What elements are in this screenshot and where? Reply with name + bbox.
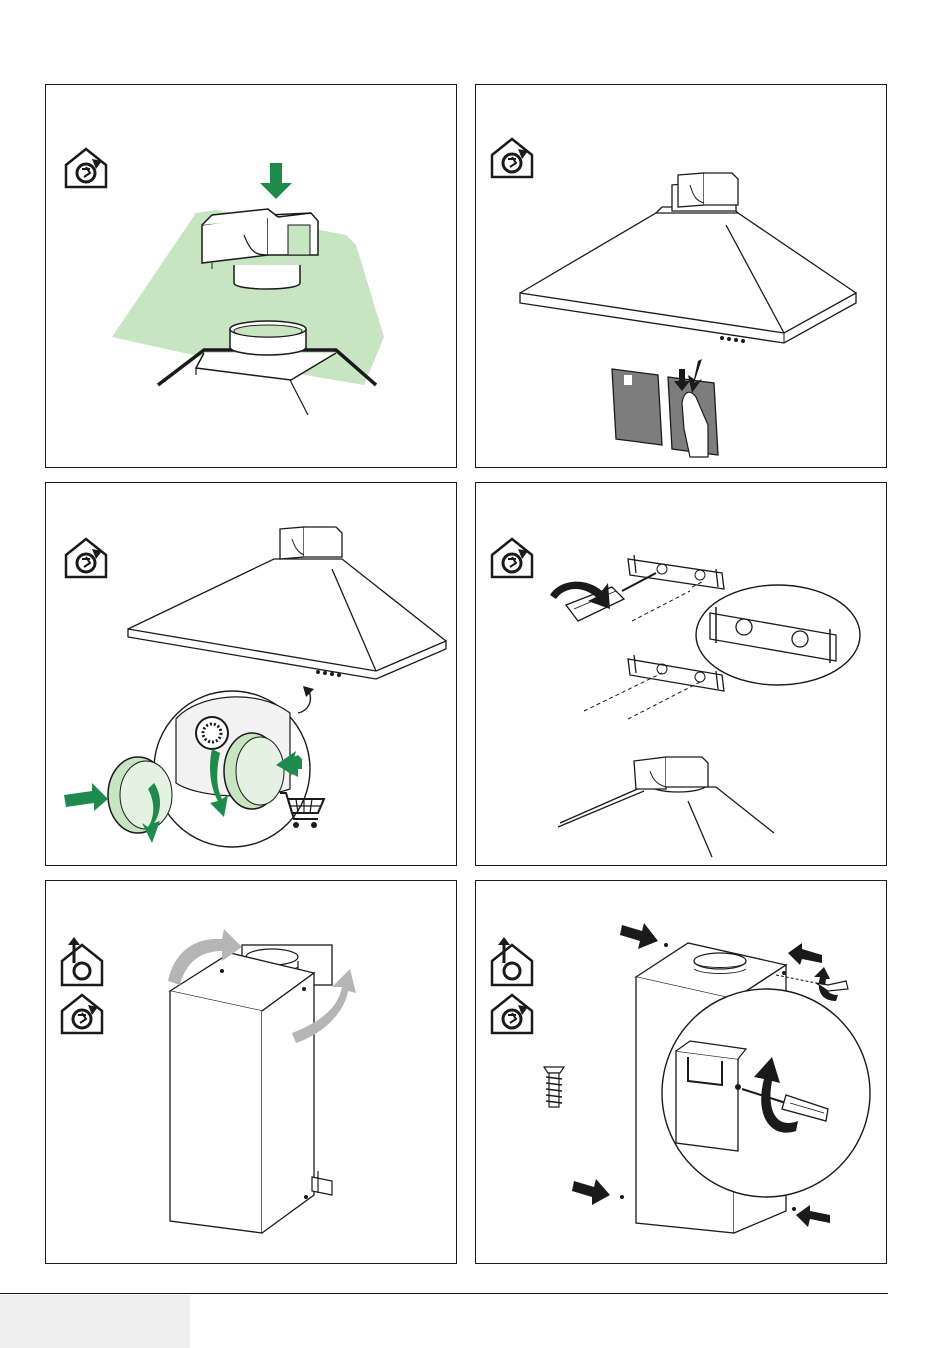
chimney-cover — [170, 953, 314, 1233]
house-extraction-icon — [492, 937, 532, 985]
step-panel-grease-filters — [475, 84, 887, 468]
step-panel-brackets — [475, 482, 887, 866]
arrow-left-icon — [788, 943, 822, 965]
house-recirculation-icon — [492, 539, 532, 577]
arrow-right-icon — [620, 923, 658, 949]
arrow-right-icon — [572, 1179, 610, 1205]
bracket-detail-magnifier — [696, 585, 860, 685]
step-panel-inner-chimney — [45, 880, 457, 1264]
fixing-screw — [544, 1067, 564, 1107]
step-panel-carbon-filters — [45, 482, 457, 866]
step-panel-deflector — [45, 84, 457, 468]
arrow-left-icon — [796, 1205, 830, 1227]
grease-filter-left — [612, 369, 662, 445]
footer-divider — [0, 1293, 888, 1294]
house-recirculation-icon — [62, 995, 102, 1033]
air-outlet-ring — [230, 321, 306, 355]
house-recirculation-icon — [66, 539, 106, 577]
chimney-bracket-bottom — [312, 1171, 332, 1195]
carbon-filter-right — [224, 733, 284, 809]
cooker-hood — [520, 173, 856, 343]
cooker-hood — [128, 527, 446, 679]
house-extraction-icon — [62, 937, 102, 985]
language-tab — [0, 1295, 190, 1348]
house-recirculation-icon — [492, 139, 532, 177]
chimney-bracket-top — [628, 555, 724, 589]
arrow-right-icon — [64, 783, 108, 811]
arrow-down-icon — [260, 163, 292, 199]
house-recirculation-icon — [66, 149, 106, 187]
step-panel-screw-chimney — [475, 880, 887, 1264]
screwdriver — [566, 573, 656, 621]
hood-top-with-deflector — [558, 757, 774, 857]
carbon-filter-left — [108, 757, 172, 833]
house-recirculation-icon — [492, 995, 532, 1033]
